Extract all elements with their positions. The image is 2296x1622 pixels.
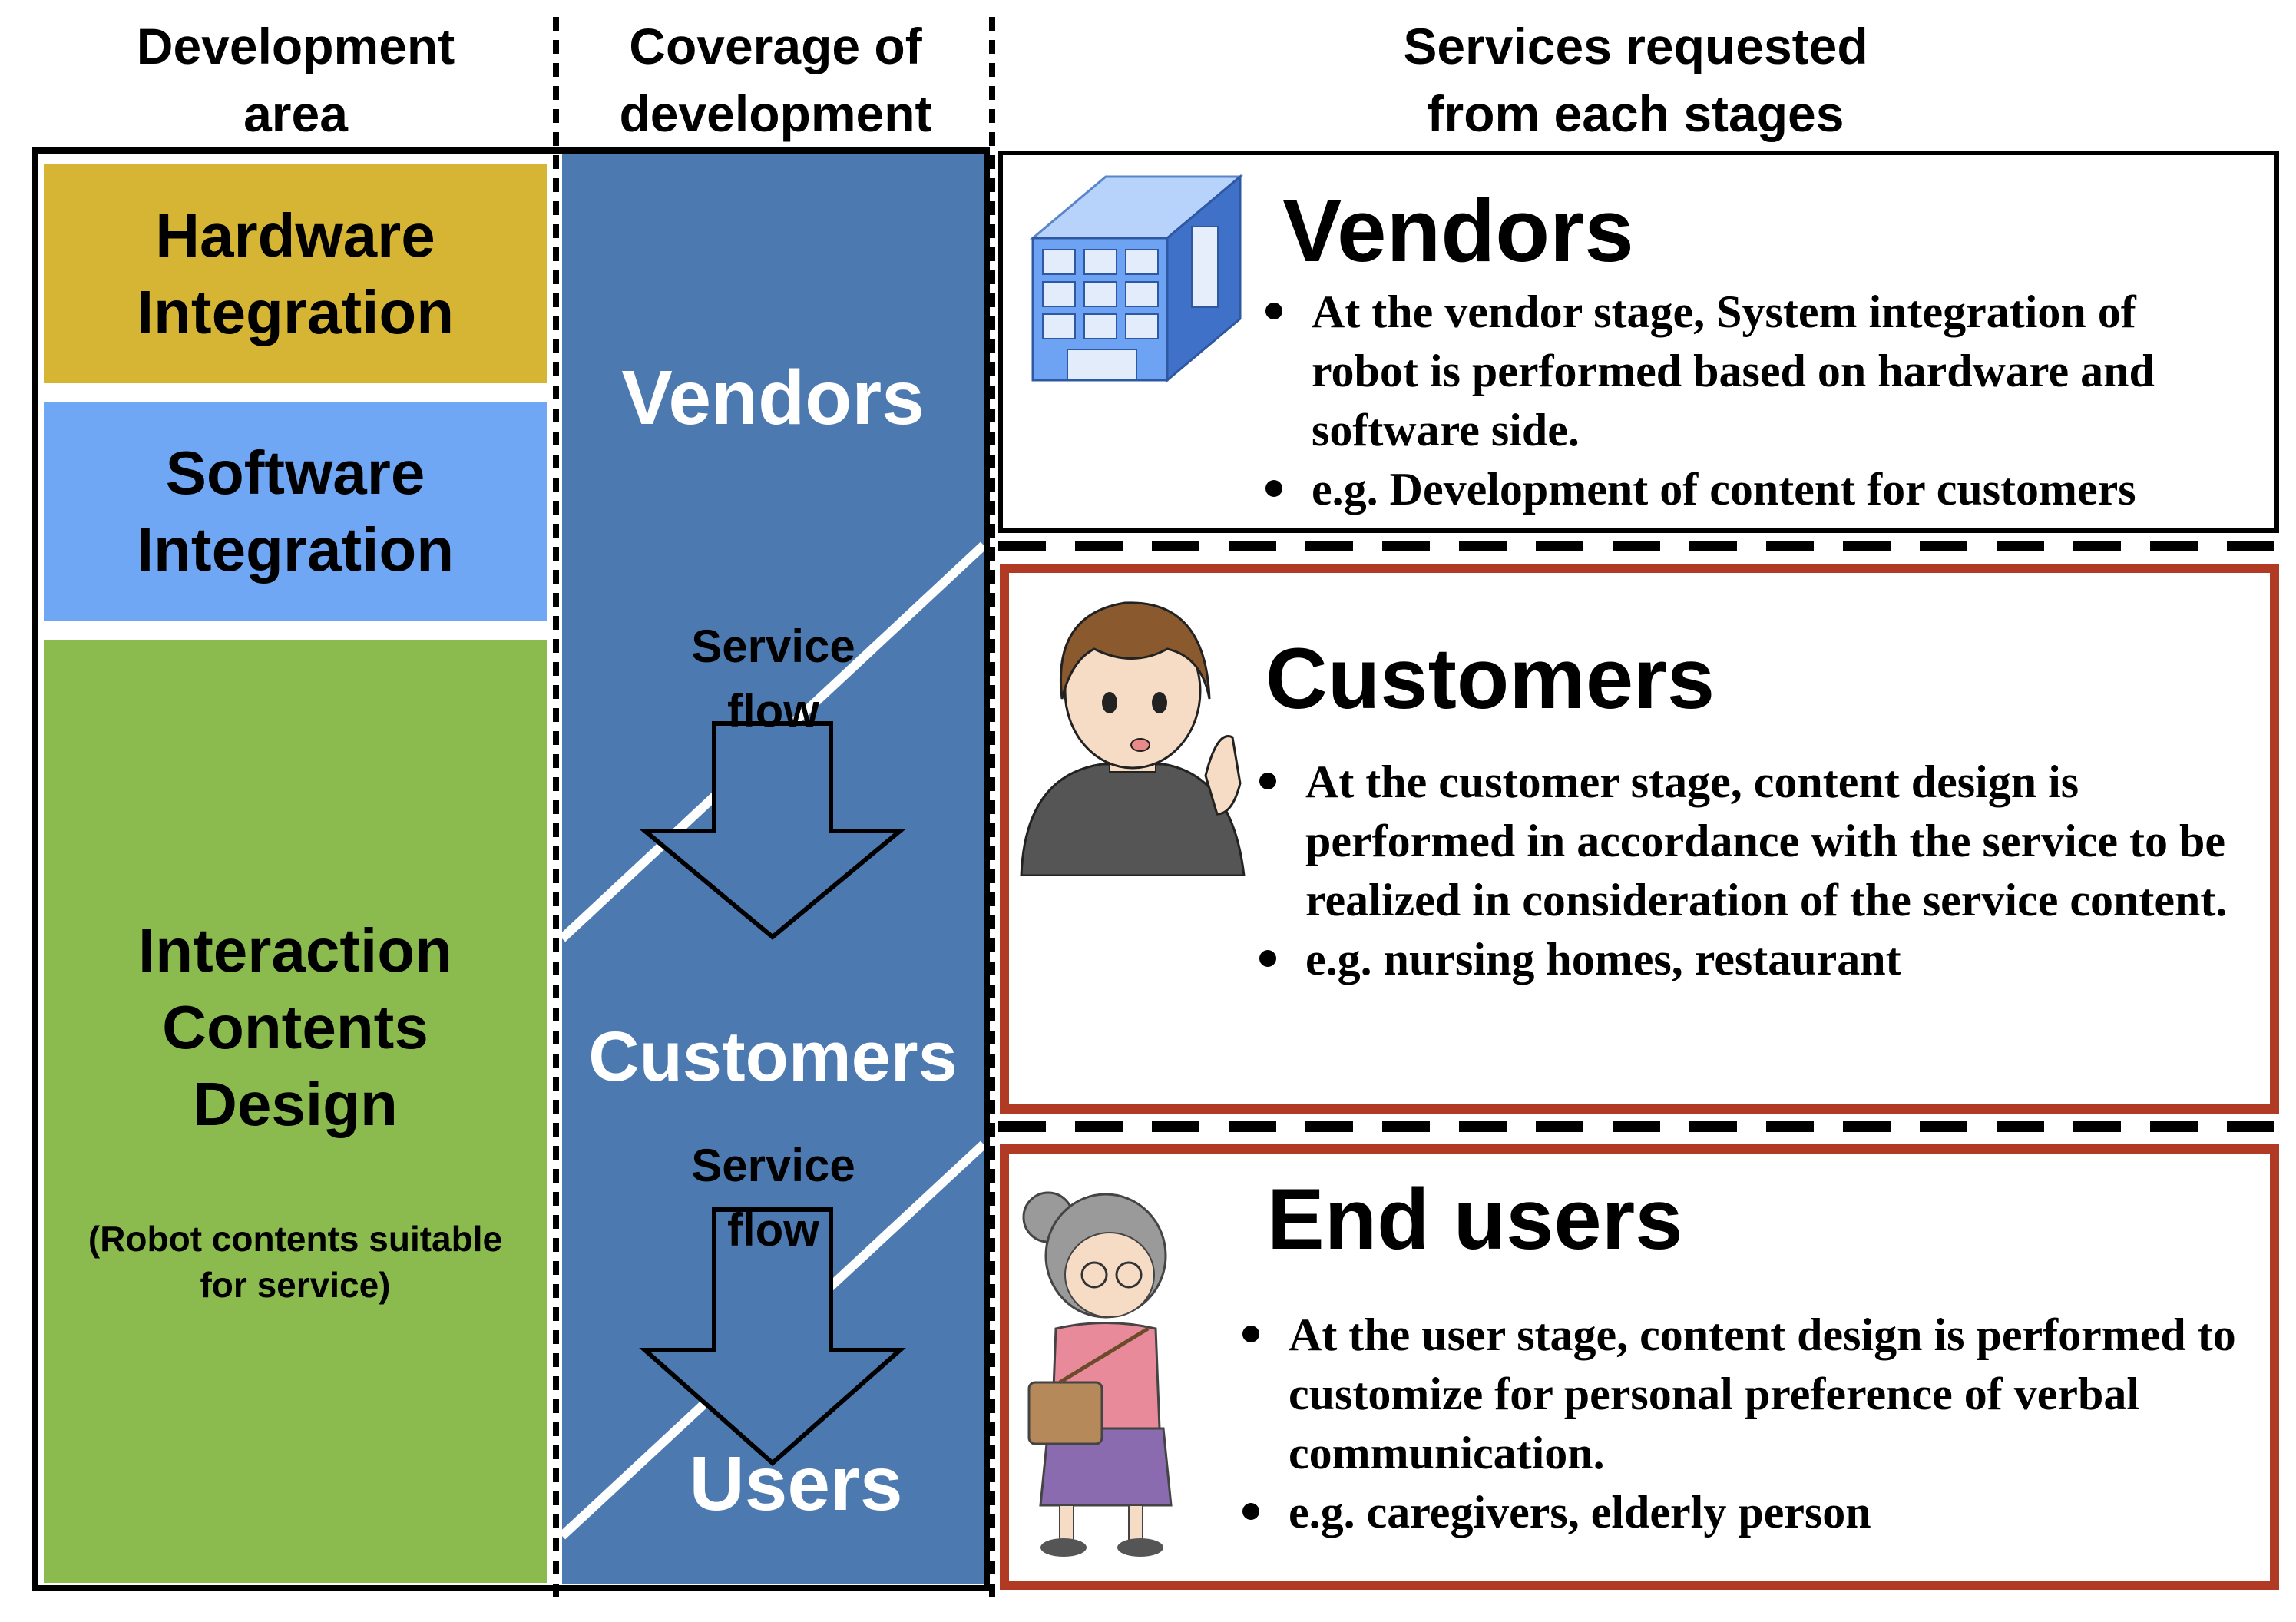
end-users-bullet-2: e.g. caregivers, elderly person [1236,1483,2250,1542]
interaction-note-line2: for service) [200,1265,391,1305]
building-icon [1029,174,1244,383]
header-coverage-line2: development [619,85,932,142]
software-label-line2: Integration [136,515,455,584]
service-flow-arrow-1 [638,721,907,940]
interaction-contents-design-block: Interaction Contents Design (Robot conte… [44,640,547,1583]
interaction-label-line1: Interaction [138,916,452,985]
coverage-column: Vendors Customers Users Service flow Ser… [562,154,984,1584]
interaction-note: (Robot contents suitable for service) [44,1216,547,1308]
service-flow-1-line1: Service [691,621,855,672]
header-services: Services requested from each stages [998,12,2273,147]
service-flow-1-line2: flow [727,685,819,737]
vendors-bullet-2: e.g. Development of content for customer… [1259,460,2250,519]
elderly-user-icon [1022,1191,1173,1557]
service-flow-2-line1: Service [691,1140,855,1191]
header-development-area: Development area [38,12,553,147]
left-frame [32,147,990,1591]
software-integration-block: Software Integration [44,402,547,621]
header-development-area-line1: Development [136,18,455,74]
end-users-bullet-1: At the user stage, content design is per… [1236,1306,2250,1483]
interaction-label: Interaction Contents Design [44,912,547,1143]
end-users-panel [1000,1144,2279,1590]
service-flow-2-line2: flow [727,1204,819,1256]
vendors-title: Vendors [1282,180,1634,280]
header-services-line1: Services requested [1403,18,1868,74]
coverage-diagonals [562,541,984,1540]
interaction-note-line1: (Robot contents suitable [88,1219,503,1259]
service-flow-arrow-2 [639,1207,906,1467]
end-users-bullets: At the user stage, content design is per… [1236,1306,2250,1542]
separator-dashed-1 [553,17,559,1599]
end-users-title: End users [1267,1171,1683,1267]
header-development-area-line2: area [243,85,348,142]
vendors-bullets: At the vendor stage, System integration … [1259,283,2250,519]
coverage-customers-label: Customers [588,1018,958,1096]
vendors-bullet-1: At the vendor stage, System integration … [1259,283,2250,460]
coverage-users-label: Users [689,1441,903,1527]
customers-bullet-2: e.g. nursing homes, restaurant [1253,930,2259,989]
hardware-label-line2: Integration [136,277,455,346]
hardware-integration-block: Hardware Integration [44,164,547,383]
interaction-label-line3: Design [193,1070,398,1138]
interaction-label-line2: Contents [162,993,428,1061]
separator-horizontal-2 [998,1121,2279,1132]
hardware-label-line1: Hardware [155,200,435,270]
customer-avatar-icon [1020,601,1246,876]
service-flow-label-2: Service flow [608,1134,938,1263]
coverage-vendors-label: Vendors [621,355,925,441]
customers-bullet-1: At the customer stage, content design is… [1253,753,2259,930]
service-flow-label-1: Service flow [608,614,938,743]
header-services-line2: from each stages [1427,85,1844,142]
separator-dashed-2 [989,17,995,1599]
header-coverage-line1: Coverage of [629,18,922,74]
header-coverage: Coverage of development [568,12,983,147]
customers-bullets: At the customer stage, content design is… [1253,753,2259,989]
customers-title: Customers [1265,631,1715,727]
software-label-line1: Software [165,438,425,507]
separator-horizontal-1 [998,541,2279,551]
